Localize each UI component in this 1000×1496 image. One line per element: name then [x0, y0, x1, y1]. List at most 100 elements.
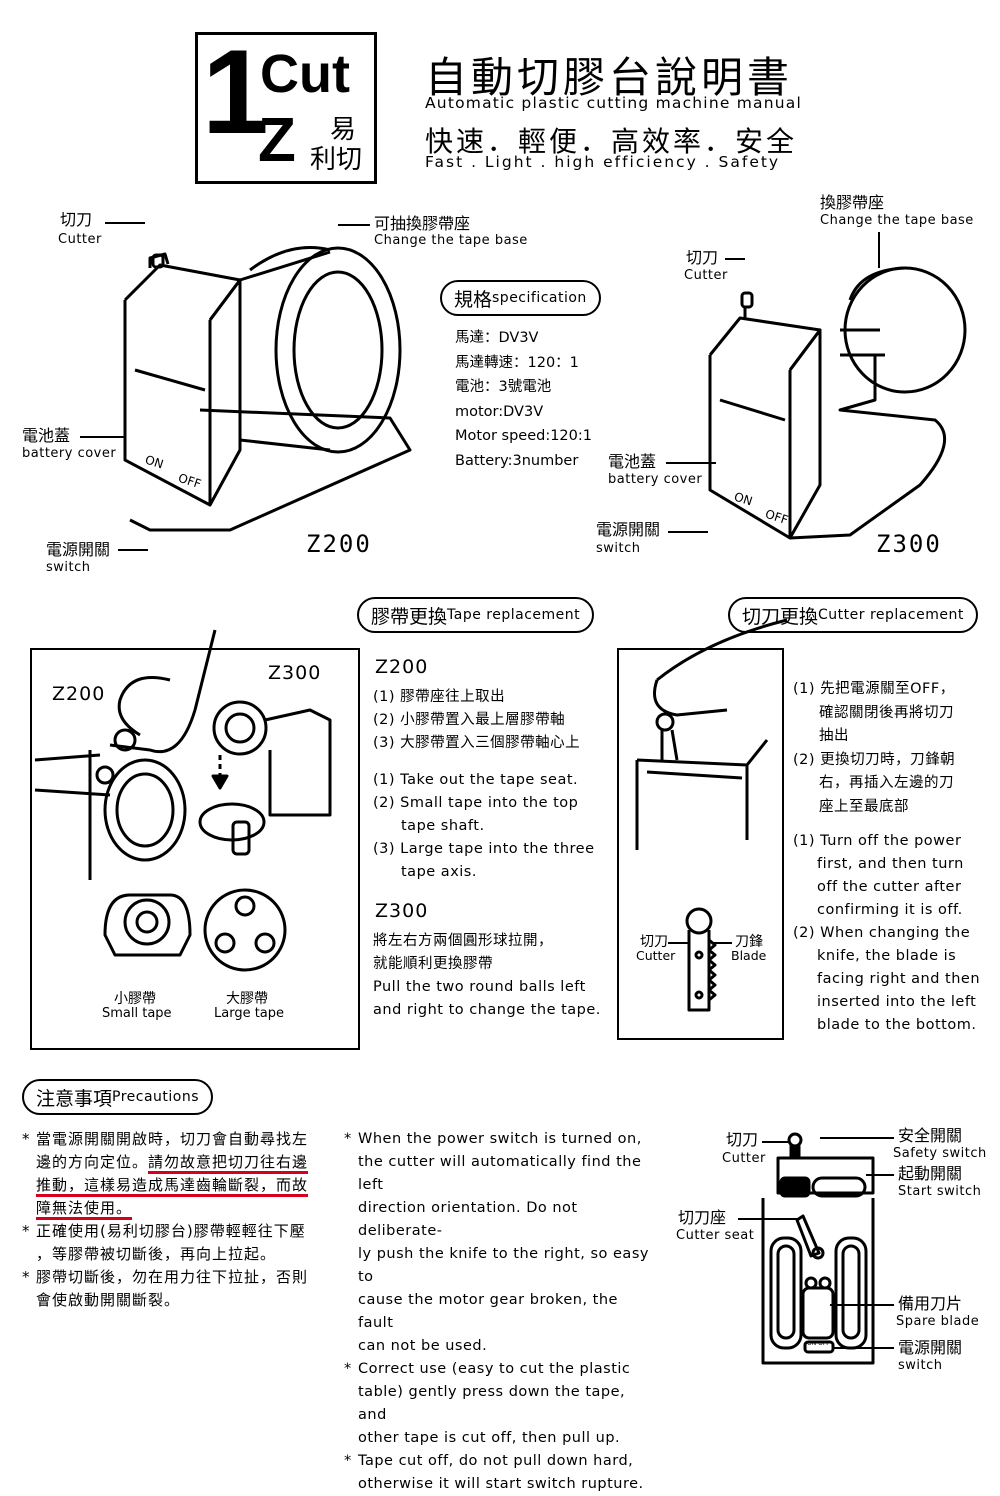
precaution-text: Correct use (easy to cut the plastic	[358, 1361, 631, 1377]
tape-step-zh: (2) 小膠帶置入最上層膠帶軸	[373, 712, 566, 728]
precaution-zh-1-cont: 邊的方向定位。請勿故意把切刀往右邊	[22, 1151, 342, 1174]
large-tape-label-en: Large tape	[214, 1006, 285, 1021]
tape-z200-zh: (1) 膠帶座往上取出 (2) 小膠帶置入最上層膠帶軸 (3) 大膠帶置入三個膠…	[373, 686, 580, 755]
cutter-step-en: facing right and then	[817, 971, 981, 987]
cutter-seat-label-en: Cutter seat	[676, 1228, 755, 1243]
cutter-replacement-en: (1) Turn off the power first, and then t…	[793, 830, 980, 1037]
precautions-title: 注意事項 Precautions	[22, 1079, 214, 1115]
spec-title-en: specification	[492, 290, 587, 306]
z300-tape-base-label-en: Change the tape base	[820, 213, 974, 228]
precaution-en-line: direction orientation. Do not deliberate…	[358, 1200, 578, 1239]
leader-line	[762, 1141, 788, 1143]
leader-line	[80, 436, 124, 438]
tagline-en: Fast . Light . high efficiency . Safety	[425, 153, 781, 171]
precautions-en: * When the power switch is turned on, the…	[344, 1128, 654, 1496]
leader-line	[338, 224, 370, 226]
precaution-zh-1-cont: 障無法使用。	[22, 1197, 342, 1220]
z300-drawing	[708, 266, 967, 540]
start-switch-label-en: Start switch	[898, 1184, 982, 1199]
bullet: *	[22, 1130, 31, 1148]
tape-z300-heading: Z300	[375, 900, 429, 922]
z300-switch-label-en: switch	[596, 541, 641, 556]
safety-switch-label: 安全開關	[898, 1126, 963, 1145]
cutter-step-en: confirming it is off.	[817, 902, 963, 918]
z300-battery-label-en: battery cover	[608, 472, 703, 487]
blade-fig-label: 刀鋒	[735, 934, 763, 950]
spec-line: 電池：3號電池	[455, 379, 552, 395]
tape-z300-en: and right to change the tape.	[373, 1002, 601, 1018]
z300-switch-label: 電源開關	[596, 520, 661, 539]
cutter-step-en: inserted into the left	[817, 994, 977, 1010]
precaution-en-2: * Correct use (easy to cut the plastic	[344, 1358, 654, 1381]
precaution-text: When the power switch is turned on,	[358, 1131, 642, 1147]
tape-fig-z200-label: Z200	[52, 683, 106, 705]
precaution-text: 正確使用(易利切膠台)膠帶輕輕往下壓	[36, 1222, 306, 1240]
small-tape-label: 小膠帶	[114, 991, 156, 1007]
title-en: Automatic plastic cutting machine manual	[425, 94, 802, 112]
spec-line: 馬達：DV3V	[455, 330, 539, 346]
tape-step-en: (2) Small tape into the top	[373, 795, 579, 811]
cutter-replacement-title: 切刀更換 Cutter replacement	[728, 597, 978, 633]
leader-line	[668, 531, 708, 533]
precaution-en-3: *Tape cut off, do not pull down hard,	[344, 1450, 654, 1473]
spare-blade-label-en: Spare blade	[896, 1314, 980, 1329]
precaution-zh-1-cont: 推動，這樣易造成馬達齒輪斷裂，而故	[22, 1174, 342, 1197]
bullet: *	[22, 1222, 31, 1240]
bullet: *	[22, 1268, 31, 1286]
cutter-step-en: (2) When changing the	[793, 925, 971, 941]
precaution-text: 邊的方向定位。	[36, 1153, 149, 1171]
tape-z200-en: (1) Take out the tape seat. (2) Small ta…	[373, 769, 595, 884]
tape-step-en: tape shaft.	[401, 818, 485, 834]
logo-one: 1	[202, 25, 269, 159]
bottom-cutter-label: 切刀	[726, 1130, 759, 1149]
warning-text: 推動，這樣易造成馬達齒輪斷裂，而故	[36, 1176, 309, 1197]
cutter-fig-label-en: Cutter	[636, 948, 676, 963]
z200-battery-label: 電池蓋	[22, 426, 71, 445]
leader-line	[712, 942, 732, 944]
safety-switch-label-en: Safety switch	[893, 1146, 987, 1161]
bullet: *	[344, 1453, 352, 1469]
cutter-step-en: first, and then turn	[817, 856, 964, 872]
spec-title: 規格 specification	[440, 280, 601, 316]
precautions-zh: *當電源開關開啟時，切刀會自動尋找左 邊的方向定位。請勿故意把切刀往右邊 推動，…	[22, 1128, 342, 1312]
warning-text: 請勿故意把切刀往右邊	[148, 1153, 309, 1174]
precaution-en-line: ly push the knife to the right, so easy …	[358, 1246, 649, 1285]
z200-switch-label-en: switch	[46, 560, 91, 575]
z300-model-label: Z300	[876, 530, 942, 558]
precaution-en-line: otherwise it will start switch rupture.	[358, 1476, 644, 1492]
tape-step-en: (1) Take out the tape seat.	[373, 772, 579, 788]
precaution-en-line: the cutter will automatically find the l…	[358, 1154, 642, 1193]
cutter-seat-label: 切刀座	[678, 1208, 727, 1227]
z200-tape-base-label-en: Change the tape base	[374, 233, 528, 248]
z300-cutter-label: 切刀	[686, 248, 719, 267]
cutter-replacement-title-en: Cutter replacement	[818, 607, 964, 623]
z200-tape-base-label: 可抽換膠帶座	[374, 214, 471, 233]
cutter-step-zh: (2) 更換切刀時，刀鋒朝	[793, 751, 956, 768]
spec-line: 馬達轉速：120：1	[455, 354, 579, 371]
tape-replacement-drawing	[34, 629, 332, 972]
warning-text: 障無法使用。	[36, 1199, 133, 1220]
logo: 1 Cut Z 易 利切	[195, 25, 377, 184]
logo-cut: Cut	[260, 44, 350, 104]
spec-line: motor:DV3V	[455, 403, 544, 420]
precaution-en-line: can not be used.	[358, 1338, 488, 1354]
logo-yi: 易	[330, 115, 357, 145]
leader-line	[666, 462, 716, 464]
cutter-replacement-zh: (1) 先把電源關至OFF， 確認關閉後再將切刀 抽出 (2) 更換切刀時，刀鋒…	[793, 678, 955, 819]
tape-step-zh: (3) 大膠帶置入三個膠帶軸心上	[373, 735, 581, 751]
spare-blade-label: 備用刀片	[898, 1294, 963, 1313]
cutter-step-zh: 抽出	[819, 728, 849, 744]
bullet: *	[344, 1361, 352, 1377]
device-onoff-label: ON OFF	[807, 1340, 830, 1347]
spec-list: 馬達：DV3V 馬達轉速：120：1 電池：3號電池 motor:DV3V Mo…	[455, 326, 592, 473]
z200-battery-label-en: battery cover	[22, 446, 117, 461]
precaution-en-line: table) gently press down the tape, and	[358, 1384, 626, 1423]
cutter-step-zh: (1) 先把電源關至OFF，	[793, 681, 955, 697]
leader-line	[105, 222, 145, 224]
z200-cutter-label-en: Cutter	[58, 232, 102, 247]
precaution-en-line: other tape is cut off, then pull up.	[358, 1430, 621, 1446]
precaution-zh-2-cont: ，等膠帶被切斷後，再向上拉起。	[22, 1243, 342, 1266]
precaution-en-line: cause the motor gear broken, the fault	[358, 1292, 618, 1331]
z200-switch-label: 電源開關	[46, 540, 111, 559]
spec-line: Battery:3number	[455, 452, 579, 469]
